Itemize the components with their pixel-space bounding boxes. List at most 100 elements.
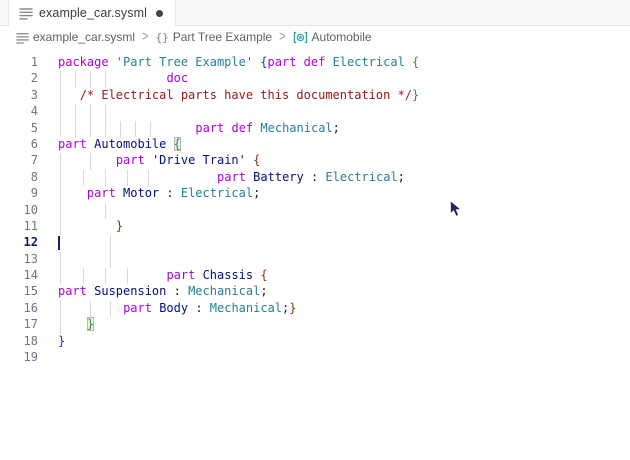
indent-guide (60, 71, 61, 88)
code-line-11[interactable]: 11} (0, 218, 630, 236)
code-token: Electrical (180, 186, 254, 201)
code-line-12[interactable]: 12 (0, 235, 630, 252)
line-content[interactable]: part Battery : Electrical; (58, 169, 630, 187)
line-content[interactable] (58, 202, 630, 219)
breadcrumb-item-package[interactable]: {} Part Tree Example (155, 30, 273, 44)
code-token: part (123, 300, 160, 315)
namespace-icon: {} (155, 30, 169, 44)
code-token: : (195, 300, 210, 315)
line-content[interactable]: package 'Part Tree Example' {part def El… (58, 55, 630, 71)
breadcrumb-item-file[interactable]: example_car.sysml (16, 30, 135, 44)
line-number: 19 (23, 350, 38, 365)
code-token: package (58, 55, 116, 69)
line-content[interactable]: part Body : Mechanical;} (58, 300, 630, 318)
indent-guide (60, 300, 61, 318)
indent-guide (83, 268, 84, 285)
indent-guide (110, 235, 111, 252)
code-line-19[interactable]: 19 (0, 350, 630, 366)
code-token: ; (397, 169, 405, 184)
line-number: 8 (30, 169, 38, 184)
code-token: Mechanical (188, 284, 261, 299)
line-content[interactable] (58, 251, 630, 269)
code-line-15[interactable]: 15 part Suspension : Mechanical; (0, 284, 630, 300)
code-token: part (217, 169, 254, 184)
code-token: Mechanical (260, 120, 333, 135)
indent-guide (60, 268, 61, 285)
code-line-3[interactable]: 3/* Electrical parts have this documenta… (0, 87, 630, 105)
code-token: : (310, 169, 326, 184)
indent-guide (127, 169, 128, 187)
code-token: : (173, 284, 189, 299)
code-line-18[interactable]: 18} (0, 334, 630, 350)
code-line-8[interactable]: 8 part Battery : Electrical; (0, 169, 630, 187)
line-content[interactable]: doc (58, 71, 630, 88)
indent-guide (150, 120, 151, 137)
code-line-13[interactable]: 13 (0, 251, 630, 269)
code-token: ; (332, 120, 340, 135)
line-number: 4 (30, 104, 38, 119)
indent-guide (105, 202, 106, 219)
code-token: 'Drive Train' (151, 153, 254, 168)
code-token: Suspension (94, 284, 174, 299)
indent-guide (60, 218, 61, 236)
code-token: Body (159, 300, 196, 315)
indent-guide (75, 71, 76, 88)
code-token: { (173, 136, 181, 151)
line-content[interactable]: } (58, 334, 630, 350)
line-number: 5 (30, 120, 38, 135)
code-token: part (166, 268, 203, 283)
breadcrumb-item-automobile[interactable]: Automobile (293, 30, 372, 44)
code-token: } (289, 300, 297, 315)
indent-guide (135, 120, 136, 137)
line-number: 16 (23, 300, 38, 315)
indent-guide (105, 169, 106, 187)
line-content[interactable] (58, 350, 630, 366)
line-content[interactable]: part def Mechanical; (58, 120, 630, 137)
indent-guide (60, 186, 61, 203)
line-content[interactable]: part Suspension : Mechanical; (58, 284, 630, 300)
line-content[interactable]: part Motor : Electrical; (58, 186, 630, 203)
indent-guide (60, 87, 61, 105)
indent-guide (148, 169, 149, 187)
breadcrumb: example_car.sysml > {} Part Tree Example… (0, 26, 630, 48)
line-content[interactable]: /* Electrical parts have this documentat… (58, 87, 630, 105)
line-content[interactable] (58, 235, 630, 252)
code-line-5[interactable]: 5 part def Mechanical; (0, 120, 630, 137)
code-line-4[interactable]: 4 (0, 104, 630, 121)
indent-guide (60, 202, 61, 219)
code-line-17[interactable]: 17} (0, 317, 630, 334)
code-token: 'Part Tree Example' (115, 55, 261, 69)
code-token: ; (260, 284, 268, 299)
line-number: 15 (23, 284, 38, 299)
code-token: Motor (123, 186, 167, 201)
code-token: part def (267, 55, 333, 69)
modified-indicator-dot[interactable] (156, 9, 163, 17)
line-content[interactable]: } (58, 218, 630, 236)
breadcrumb-separator: > (279, 29, 286, 45)
indent-guide (60, 120, 61, 137)
line-content[interactable]: } (58, 317, 630, 334)
line-number: 18 (23, 333, 38, 348)
line-content[interactable] (58, 104, 630, 121)
code-token: Automobile (94, 136, 174, 151)
indent-guide (90, 120, 91, 137)
code-line-10[interactable]: 10 (0, 202, 630, 219)
code-line-16[interactable]: 16 part Body : Mechanical;} (0, 300, 630, 318)
line-content[interactable]: part Chassis { (58, 268, 630, 285)
code-token: doc (166, 71, 189, 86)
line-content[interactable]: part 'Drive Train' { (58, 153, 630, 170)
code-line-14[interactable]: 14 part Chassis { (0, 268, 630, 285)
line-content[interactable]: part Automobile { (58, 136, 630, 153)
indent-guide (105, 104, 106, 121)
tab-example-car-sysml[interactable]: example_car.sysml (8, 0, 176, 26)
code-token: /* Electrical parts have this documentat… (79, 87, 413, 102)
indent-guide (60, 104, 61, 121)
line-number: 14 (23, 268, 38, 283)
